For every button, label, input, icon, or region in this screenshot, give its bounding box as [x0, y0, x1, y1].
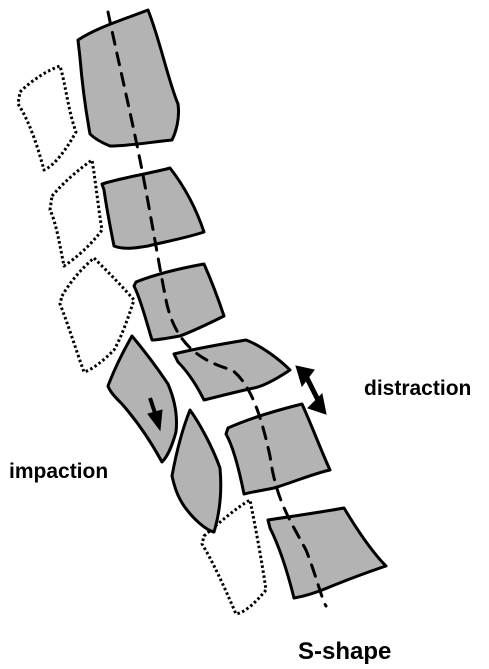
impaction-label: impaction [9, 461, 108, 482]
vertebra-1 [78, 10, 179, 146]
distraction-label: distraction [364, 378, 471, 399]
ghost-vertebra-2 [50, 160, 102, 266]
ghost-vertebra-1 [18, 66, 76, 170]
vertebra-4 [174, 340, 290, 400]
vertebra-5 [226, 404, 330, 494]
vertebra-2 [102, 168, 204, 248]
figure-caption: S-shape [298, 640, 391, 664]
vertebra-8-impacted [172, 410, 221, 532]
vertebra-6 [268, 508, 386, 598]
vertebra-7-impacted [108, 336, 177, 462]
vertebra-3 [134, 264, 224, 340]
